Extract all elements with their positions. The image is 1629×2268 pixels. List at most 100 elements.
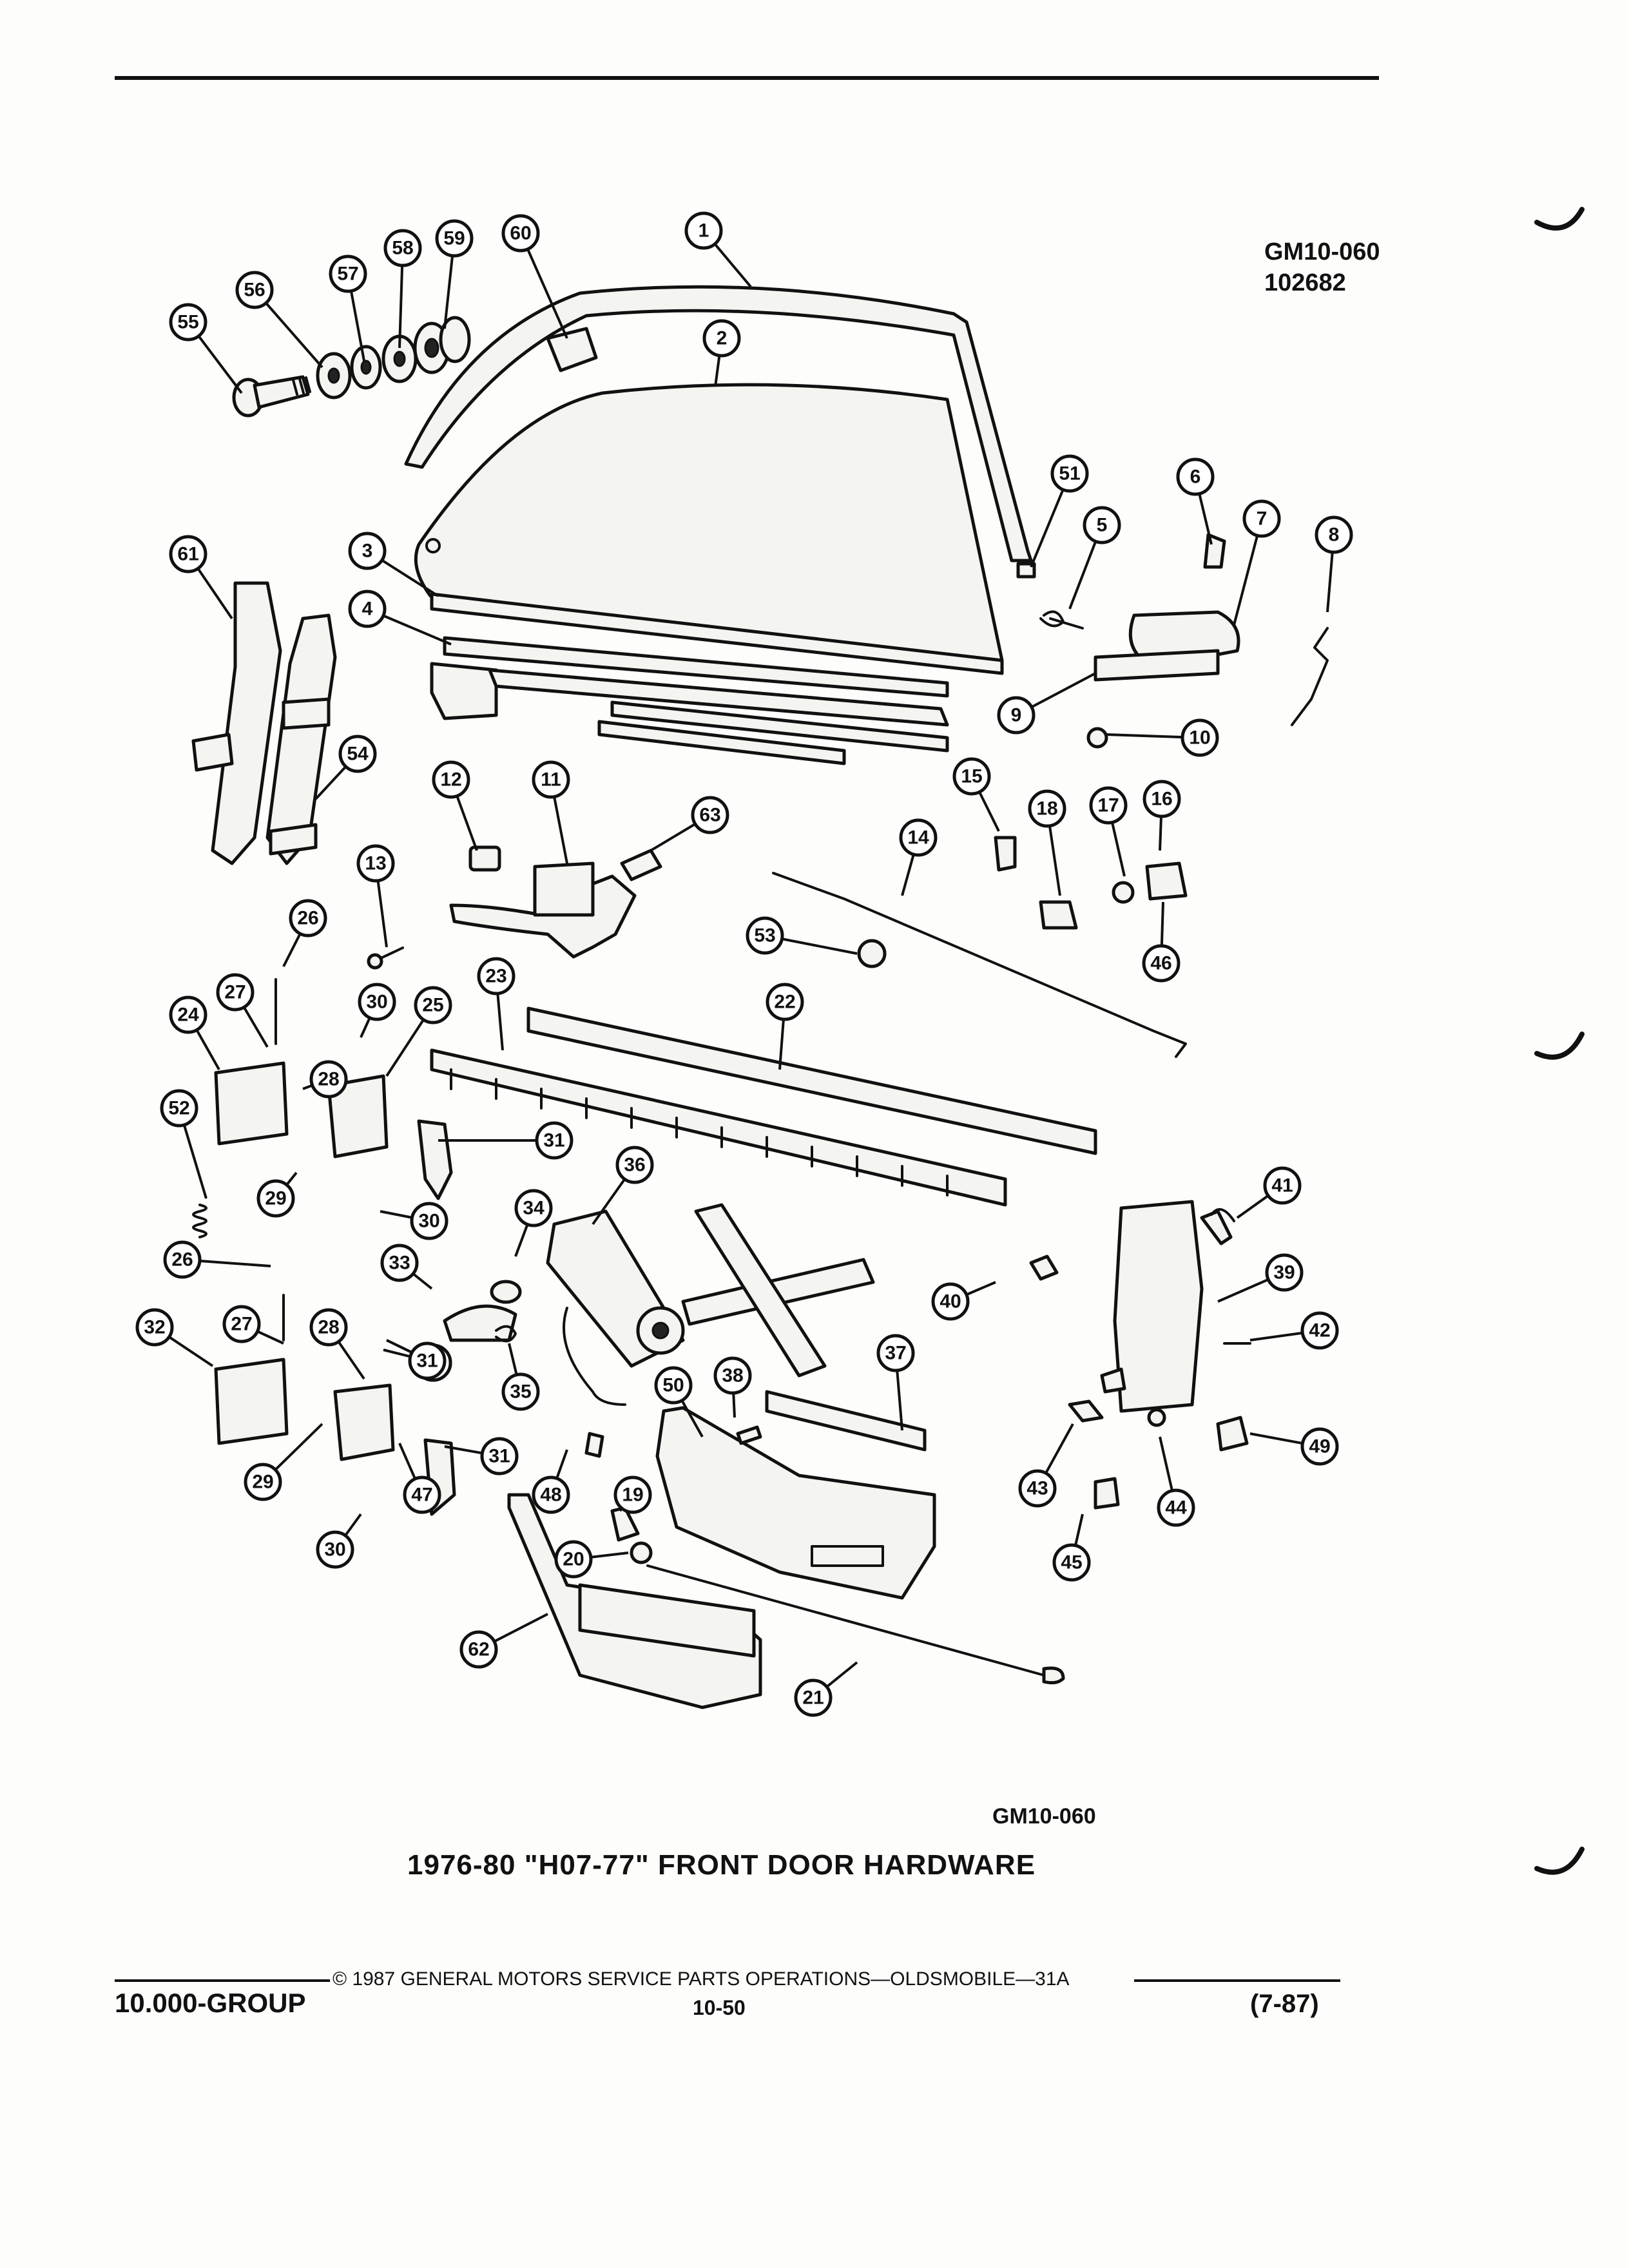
callout-27: 27 <box>216 973 269 1048</box>
callout-43: 43 <box>1018 1423 1074 1508</box>
callout-number: 24 <box>177 1004 199 1026</box>
callout-number: 16 <box>1151 789 1172 810</box>
callout-27: 27 <box>222 1305 284 1345</box>
callout-8: 8 <box>1315 515 1353 613</box>
callout-balloon <box>1089 786 1128 825</box>
callout-balloon <box>414 986 452 1024</box>
callout-balloon <box>410 1202 448 1240</box>
callout-1: 1 <box>684 211 752 288</box>
callout-balloon <box>1142 780 1181 818</box>
callout-balloon <box>1263 1166 1302 1205</box>
callout-balloon <box>1315 515 1353 554</box>
callout-5: 5 <box>1068 506 1121 610</box>
callout-balloon <box>244 1463 282 1501</box>
callout-16: 16 <box>1142 780 1181 851</box>
callout-number: 5 <box>1097 515 1108 536</box>
callout-30: 30 <box>316 1513 362 1569</box>
callout-balloon <box>1018 1469 1057 1508</box>
callout-balloon <box>160 1089 198 1128</box>
callout-18: 18 <box>1028 789 1066 896</box>
callout-balloon <box>691 796 729 834</box>
callout-22: 22 <box>766 983 804 1070</box>
callout-balloon <box>1265 1253 1304 1292</box>
callout-leader <box>519 233 568 339</box>
callout-balloon <box>876 1334 915 1372</box>
callout-number: 62 <box>468 1639 489 1660</box>
callout-number: 54 <box>347 744 369 765</box>
callout-balloon <box>535 1121 574 1160</box>
callout-7: 7 <box>1233 499 1281 626</box>
callout-number: 13 <box>365 853 386 874</box>
callout-number: 30 <box>418 1211 439 1232</box>
callout-balloon <box>169 535 207 573</box>
door-window-assembly <box>404 285 1036 765</box>
callout-number: 52 <box>168 1098 189 1119</box>
callout-19: 19 <box>613 1475 652 1514</box>
callout-41: 41 <box>1236 1166 1302 1219</box>
callout-balloon <box>684 211 723 250</box>
trim-panels <box>507 1390 1065 1709</box>
callout-balloon <box>222 1305 261 1343</box>
callout-56: 56 <box>235 271 323 369</box>
callout-number: 6 <box>1190 466 1201 488</box>
callout-number: 45 <box>1061 1552 1082 1573</box>
callout-9: 9 <box>997 672 1096 735</box>
callout-20: 20 <box>554 1540 629 1579</box>
callout-31: 31 <box>444 1437 519 1475</box>
callout-number: 43 <box>1027 1478 1048 1499</box>
door-hinges <box>192 978 456 1516</box>
callout-4: 4 <box>348 590 452 646</box>
callout-number: 37 <box>885 1343 906 1364</box>
callout-balloon <box>380 1244 419 1282</box>
callout-balloon <box>358 983 396 1021</box>
callout-balloon <box>1242 499 1281 538</box>
callout-number: 19 <box>622 1485 643 1506</box>
callout-balloon <box>746 916 784 955</box>
callout-30: 30 <box>380 1202 448 1240</box>
outside-handle-parts <box>1039 533 1329 749</box>
callout-balloon <box>613 1475 652 1514</box>
callout-number: 32 <box>144 1317 165 1338</box>
callout-number: 15 <box>961 766 982 787</box>
callout-53: 53 <box>746 916 858 955</box>
callout-number: 8 <box>1329 524 1340 546</box>
callout-number: 27 <box>224 982 246 1003</box>
callout-29: 29 <box>244 1423 323 1501</box>
callout-number: 28 <box>318 1317 339 1338</box>
callout-36: 36 <box>592 1146 654 1225</box>
callout-number: 56 <box>244 280 265 301</box>
callout-number: 7 <box>1257 508 1268 530</box>
callout-number: 20 <box>563 1549 584 1570</box>
callout-33: 33 <box>380 1244 433 1290</box>
figure-code: GM10-060 <box>1264 238 1380 265</box>
weatherstrips <box>430 1006 1097 1207</box>
callout-48: 48 <box>532 1449 570 1514</box>
callout-balloon <box>702 319 741 358</box>
callout-number: 48 <box>540 1485 561 1506</box>
callout-balloon <box>997 696 1036 735</box>
callout-balloon <box>1300 1311 1339 1350</box>
binding-mark <box>1534 1847 1585 1875</box>
callout-balloon <box>383 229 422 267</box>
callout-balloon <box>309 1308 348 1347</box>
callout-number: 61 <box>177 544 198 565</box>
callout-26: 26 <box>282 899 327 967</box>
footer-date: (7-87) <box>1250 1990 1319 2018</box>
window-channels <box>191 581 337 865</box>
footer-page: 10-50 <box>693 1996 746 2019</box>
figure-number: 102682 <box>1264 269 1346 296</box>
callout-number: 58 <box>392 238 413 259</box>
callout-balloon <box>169 995 207 1034</box>
binding-mark <box>1534 1032 1585 1060</box>
callout-38: 38 <box>713 1356 752 1418</box>
callout-28: 28 <box>309 1308 365 1380</box>
callout-balloon <box>1142 944 1181 983</box>
callout-28: 28 <box>302 1060 348 1099</box>
callout-number: 12 <box>440 769 461 791</box>
callout-46: 46 <box>1142 901 1181 983</box>
callout-balloon <box>435 219 474 258</box>
binding-mark <box>1534 207 1585 231</box>
callout-balloon <box>554 1540 593 1579</box>
footer-rule-right <box>1134 1979 1340 1982</box>
